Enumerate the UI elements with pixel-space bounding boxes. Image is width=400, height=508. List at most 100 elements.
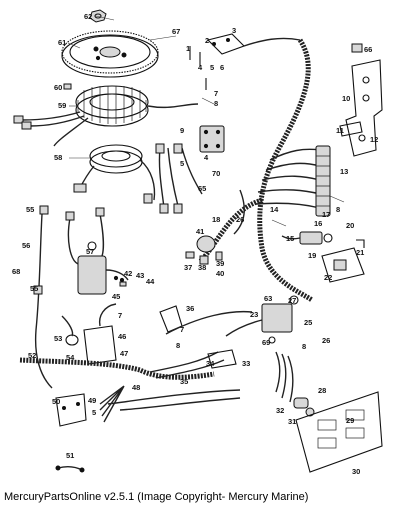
ground-cable [33, 205, 53, 389]
callout-10: 10 [342, 94, 350, 103]
callout-8-mid: 8 [176, 341, 180, 350]
callout-69: 69 [262, 338, 270, 347]
callout-23: 23 [250, 310, 258, 319]
callout-66: 66 [364, 45, 372, 54]
callout-4: 4 [204, 153, 209, 162]
callout-34: 34 [206, 359, 215, 368]
switch-plate [321, 239, 365, 283]
callout-8-lower: 8 [302, 342, 306, 351]
callout-55-lower: 55 [30, 284, 38, 293]
callout-33: 33 [242, 359, 250, 368]
flywheel-key [63, 83, 72, 90]
callout-28: 28 [318, 386, 326, 395]
coil-bracket [55, 393, 87, 427]
callout-19: 19 [308, 251, 316, 260]
callout-32: 32 [276, 406, 284, 415]
callout-8-right: 8 [336, 205, 340, 214]
callout-59: 59 [58, 101, 66, 110]
engine-harness [19, 357, 241, 423]
callout-26-lower: 26 [322, 336, 330, 345]
callout-13: 13 [340, 167, 348, 176]
callout-15: 15 [286, 234, 294, 243]
flywheel [61, 30, 177, 78]
callout-11: 11 [336, 126, 344, 135]
callout-25: 25 [304, 318, 312, 327]
callout-22: 22 [324, 273, 332, 282]
callout-3: 3 [232, 26, 236, 35]
callout-50: 50 [52, 397, 60, 406]
callout-7-top: 7 [214, 89, 218, 98]
flywheel-nut [89, 9, 107, 23]
callout-leaders [67, 15, 345, 227]
grommet [293, 397, 315, 417]
mounting-plate [295, 391, 383, 473]
callout-68: 68 [12, 267, 20, 276]
callout-7-left: 7 [118, 311, 122, 320]
callout-54: 54 [66, 353, 75, 362]
callout-5-top: 5 [210, 63, 214, 72]
callout-17: 17 [322, 210, 330, 219]
callout-14: 14 [270, 205, 279, 214]
callout-6: 6 [220, 63, 224, 72]
callout-58: 58 [54, 153, 62, 162]
callout-5: 5 [180, 159, 184, 168]
callout-29: 29 [346, 416, 354, 425]
callout-60: 60 [54, 83, 62, 92]
callout-36: 36 [186, 304, 194, 313]
callout-41: 41 [196, 227, 204, 236]
callout-55-upper: 55 [26, 205, 34, 214]
callout-2: 2 [205, 36, 209, 45]
callout-65: 65 [198, 184, 206, 193]
callout-43: 43 [136, 271, 144, 280]
callout-70: 70 [212, 169, 220, 178]
callout-52: 52 [28, 351, 36, 360]
callout-51: 51 [66, 451, 74, 460]
callout-7-mid: 7 [180, 325, 184, 334]
fuse-holder-parts [185, 235, 223, 265]
connector-leads [275, 351, 294, 403]
switch-box [65, 207, 129, 295]
callout-18: 18 [212, 215, 220, 224]
ignition-leads [143, 143, 203, 214]
callout-53: 53 [54, 334, 62, 343]
callout-37: 37 [184, 263, 192, 272]
jumper-lead [55, 465, 85, 473]
stator [13, 85, 199, 147]
trigger-assembly [73, 144, 156, 201]
callout-26-upper: 26 [236, 215, 244, 224]
callout-30: 30 [352, 467, 360, 476]
callout-12: 12 [370, 135, 378, 144]
callout-5-left: 5 [92, 408, 96, 417]
clip-66 [351, 43, 363, 53]
callout-20: 20 [346, 221, 354, 230]
callout-8-top: 8 [214, 99, 218, 108]
callout-47: 47 [120, 349, 128, 358]
callout-46: 46 [118, 332, 126, 341]
callout-57: 57 [86, 247, 94, 256]
callout-31: 31 [288, 417, 296, 426]
callout-48: 48 [132, 383, 140, 392]
fuse-holder [261, 295, 299, 344]
callout-27: 27 [288, 296, 296, 305]
callout-45: 45 [112, 292, 120, 301]
callout-21: 21 [356, 248, 364, 257]
callout-16: 16 [314, 219, 322, 228]
ignition-switch [281, 231, 333, 245]
rectifier [199, 125, 225, 153]
callout-63: 63 [264, 294, 272, 303]
callout-38: 38 [198, 263, 206, 272]
copyright-footer: MercuryPartsOnline v2.5.1 (Image Copyrig… [4, 491, 309, 503]
terminal-block [315, 145, 331, 217]
callout-35: 35 [180, 377, 188, 386]
small-hardware [113, 275, 127, 287]
callouts: 62 67 61 60 59 58 1 2 3 4 5 6 7 8 9 4 5 … [12, 12, 378, 476]
callout-49: 49 [88, 396, 96, 405]
callout-39: 39 [216, 259, 224, 268]
callout-56: 56 [22, 241, 30, 250]
mounting-bracket [339, 59, 383, 157]
callout-61: 61 [58, 38, 66, 47]
battery-leads [149, 310, 263, 379]
ignition-coil [61, 303, 117, 365]
callout-42: 42 [124, 269, 132, 278]
callout-44: 44 [146, 277, 155, 286]
